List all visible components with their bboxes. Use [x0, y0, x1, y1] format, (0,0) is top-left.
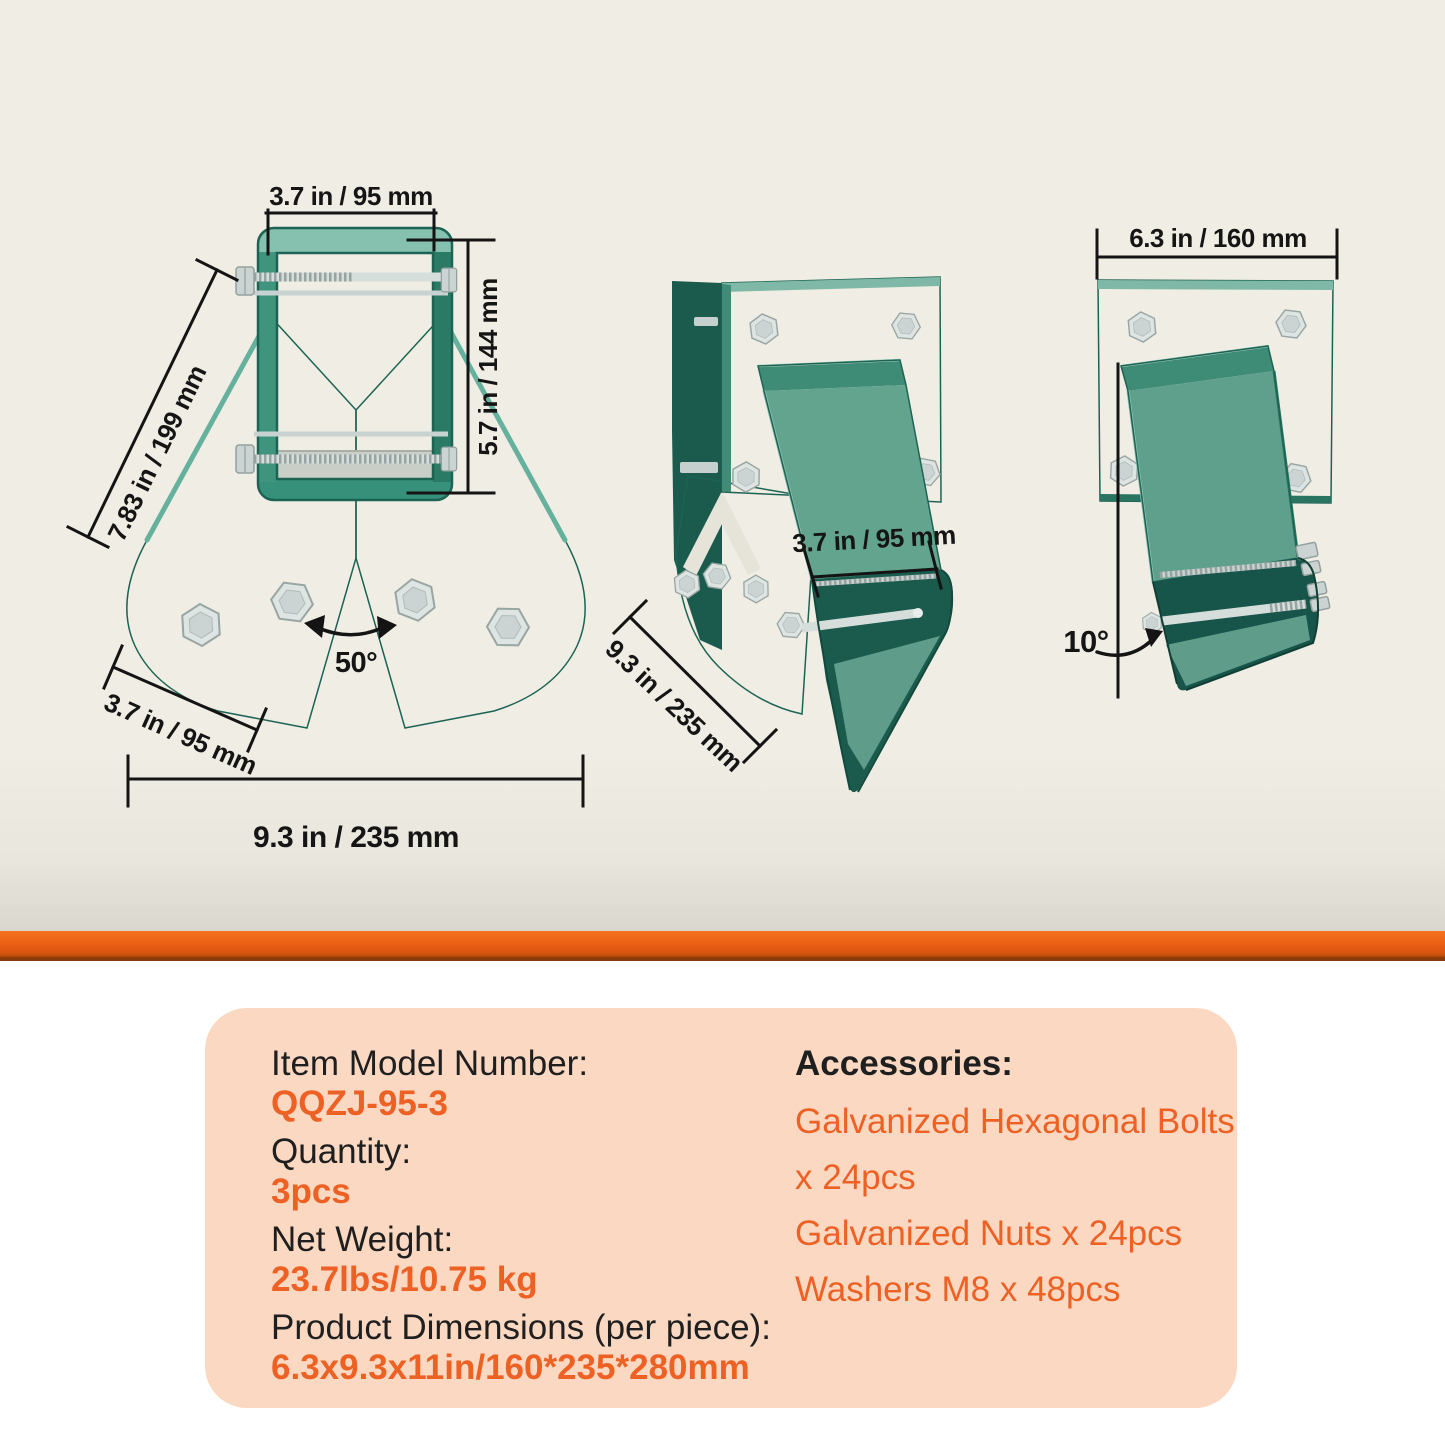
- dim-label-total-width: 9.3 in / 235 mm: [253, 821, 459, 854]
- front-view-right-leg: [355, 314, 586, 729]
- accessories-item: Galvanized Nuts x 24pcs: [795, 1214, 1183, 1253]
- dim-label-depth: 9.3 in / 235 mm: [599, 634, 748, 778]
- bolt-tip: [680, 462, 718, 473]
- nut-icon: [440, 446, 458, 472]
- channel-top-flap: [1121, 346, 1274, 391]
- dim-label-top-width: 3.7 in / 95 mm: [269, 181, 433, 211]
- front-view-leg-bolts: [175, 576, 534, 653]
- top-view-dimensions: 6.3 in / 160 mm 10°: [1063, 223, 1339, 699]
- top-view-plate-top-edge: [1098, 280, 1333, 290]
- dim-label-tilt-angle: 10°: [1063, 624, 1108, 659]
- side-view: 3.7 in / 95 mm 9.3 in / 235 mm: [599, 276, 956, 793]
- dim-label-angle: 50°: [335, 647, 377, 679]
- right-leg-edge-highlight: [439, 313, 568, 543]
- channel-top-flap: [758, 360, 906, 391]
- front-view-legs: [126, 313, 586, 729]
- clamp-left-wall: [258, 252, 277, 482]
- side-view-notch-slot: [683, 491, 761, 576]
- spec-label-quantity: Quantity:: [271, 1132, 412, 1171]
- accessories-list: Accessories: Galvanized Hexagonal Bolts …: [795, 1044, 1235, 1318]
- dim-label-plate-width: 6.3 in / 160 mm: [1129, 223, 1306, 253]
- channel-front-face: [1128, 371, 1298, 582]
- spec-list: Item Model Number: QQZJ-95-3 Quantity: 3…: [271, 1044, 911, 1396]
- spec-panel: Item Model Number: QQZJ-95-3 Quantity: 3…: [205, 1008, 1237, 1408]
- spec-value-model: QQZJ-95-3: [271, 1084, 448, 1123]
- side-view-back-plate-top-edge: [722, 277, 940, 292]
- dim-label-height: 5.7 in / 144 mm: [473, 278, 503, 455]
- dim-front-total-width: 9.3 in / 235 mm: [126, 754, 585, 854]
- dim-front-angle: 50°: [304, 615, 397, 679]
- top-view: 6.3 in / 160 mm 10°: [1063, 223, 1339, 699]
- channel-rod-thin: [1159, 560, 1297, 578]
- clamp-outline: [256, 226, 454, 502]
- front-view-dimensions: 3.7 in / 95 mm 5.7 in / 144 mm 7.83 in /…: [65, 181, 585, 854]
- channel-rod: [801, 608, 919, 633]
- dim-front-leg-width: 3.7 in / 95 mm: [100, 644, 268, 781]
- dim-side-depth: 9.3 in / 235 mm: [599, 598, 779, 778]
- clamp-bolt-rods: [235, 266, 458, 474]
- nut-icon: [440, 267, 458, 293]
- rod-end: [913, 608, 923, 618]
- dim-front-top-width: 3.7 in / 95 mm: [264, 181, 438, 256]
- spec-item-quantity: Quantity: 3pcs: [271, 1132, 911, 1212]
- dim-top-tilt-angle: 10°: [1063, 362, 1163, 699]
- dim-front-height: 5.7 in / 144 mm: [406, 238, 503, 495]
- hex-bolt-icon: [268, 578, 316, 626]
- channel-rod-threads: [813, 573, 937, 587]
- hex-bolt-icon: [175, 599, 227, 651]
- hex-bolt-icon: [1124, 309, 1160, 345]
- spec-value-product-dimensions: 6.3x9.3x11in/160*235*280mm: [271, 1348, 750, 1387]
- spec-value-net-weight: 23.7lbs/10.75 kg: [271, 1260, 538, 1299]
- accessories-item: Galvanized Hexagonal Bolts x 24pcs: [795, 1102, 1235, 1197]
- front-view-clamp: [235, 226, 458, 502]
- shell-left-edge: [1152, 581, 1178, 685]
- channel-front-face: [764, 385, 941, 580]
- channel-inner-floor: [834, 636, 940, 770]
- bolt-tip: [694, 317, 718, 326]
- shell-right-edge: [857, 569, 954, 793]
- spec-item-model: Item Model Number: QQZJ-95-3: [271, 1044, 911, 1124]
- shell-left-edge: [811, 579, 851, 791]
- front-view: 3.7 in / 95 mm 5.7 in / 144 mm 7.83 in /…: [65, 181, 586, 854]
- bottom-section: Item Model Number: QQZJ-95-3 Quantity: 3…: [0, 961, 1445, 1445]
- hex-bolt-icon: [889, 309, 923, 343]
- dim-label-leg-width: 3.7 in / 95 mm: [100, 687, 262, 781]
- clamp-top-face: [258, 228, 452, 252]
- channel-rod-threads: [1269, 599, 1307, 613]
- spec-item-net-weight: Net Weight: 23.7lbs/10.75 kg: [271, 1220, 911, 1300]
- side-view-back-plate-crease: [722, 284, 731, 492]
- accessories-heading: Accessories:: [795, 1044, 1013, 1083]
- shell-right-edge: [1185, 557, 1320, 691]
- hex-bolt-icon: [1273, 306, 1309, 342]
- channel-inner-floor: [1166, 615, 1310, 686]
- hex-bolt-icon: [482, 601, 534, 653]
- spec-label-product-dimensions: Product Dimensions (per piece):: [271, 1308, 771, 1347]
- nut-icon: [235, 266, 255, 296]
- side-view-channel: [757, 358, 954, 793]
- spec-label-model: Item Model Number:: [271, 1044, 589, 1083]
- hex-bolt-icon: [739, 572, 773, 606]
- dim-top-plate-width: 6.3 in / 160 mm: [1095, 223, 1339, 280]
- top-view-channel: [1120, 344, 1331, 691]
- spec-value-quantity: 3pcs: [271, 1172, 351, 1211]
- hex-bolt-icon: [391, 576, 439, 624]
- dim-front-leg-length: 7.83 in / 199 mm: [65, 257, 240, 550]
- spec-label-net-weight: Net Weight:: [271, 1220, 454, 1259]
- accessories-item: Washers M8 x 48pcs: [795, 1270, 1121, 1309]
- product-views: 3.7 in / 95 mm 5.7 in / 144 mm 7.83 in /…: [65, 181, 1339, 854]
- clamp-right-wall: [433, 252, 452, 482]
- front-view-left-leg: [126, 314, 357, 729]
- orange-divider: [0, 931, 1445, 961]
- hex-bolt-icon: [727, 458, 765, 496]
- nut-icon: [235, 444, 255, 474]
- left-leg-edge-highlight: [144, 313, 273, 543]
- hex-bolt-icon: [746, 311, 782, 347]
- spec-item-product-dimensions: Product Dimensions (per piece): 6.3x9.3x…: [271, 1308, 911, 1388]
